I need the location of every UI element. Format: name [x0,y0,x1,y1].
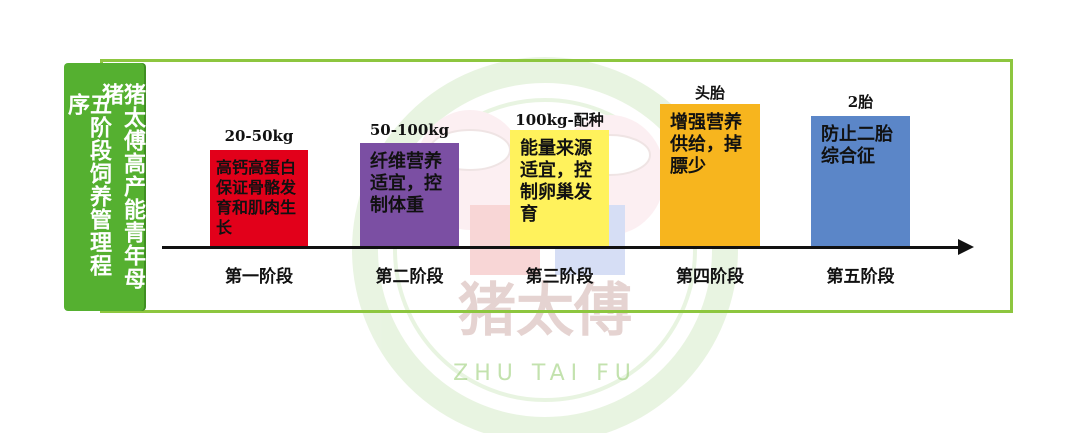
watermark-brand-en: ZHU TAI FU [453,361,637,386]
side-title-panel: 猪太傅高产能青年母猪 五阶段饲养管理程序 [64,63,146,311]
stage-3-weight: 100kg-配种 [515,111,604,129]
stage-1-name: 第一阶段 [225,267,293,287]
stage-1-weight: 20-50kg [224,127,294,145]
stage-5-box: 防止二胎综合征 [811,116,910,246]
title-line-2: 五阶段饲养管理程序 [64,93,112,293]
title-line-1-text: 猪太傅高产能青年母猪 [98,83,146,290]
stage-4-label: 头胎 [694,84,725,102]
stage-5-text: 防止二胎综合征 [821,124,893,167]
timeline-axis [162,246,962,249]
stage-2-box: 纤维营养适宜，控制体重 [360,143,459,246]
stage-1-box: 高钙高蛋白保证骨骼发育和肌肉生长 [210,150,308,246]
stage-3-box: 能量来源适宜，控制卵巢发育 [510,130,609,246]
stage-2-name: 第二阶段 [375,267,444,287]
stage-4-box: 增强营养供给，掉膘少 [660,104,760,246]
stage-1-text: 高钙高蛋白保证骨骼发育和肌肉生长 [216,158,297,237]
title-line-2-text: 五阶段饲养管理程序 [64,93,112,277]
stage-5-label: 2胎 [847,93,874,111]
stage-3-text: 能量来源适宜，控制卵巢发育 [520,138,592,225]
stage-5-name: 第五阶段 [826,267,895,287]
stage-2-weight: 50-100kg [369,121,450,139]
timeline-arrowhead [958,239,974,255]
stage-4-name: 第四阶段 [676,267,744,287]
stage-2-text: 纤维营养适宜，控制体重 [370,151,442,216]
title-line-1: 猪太傅高产能青年母猪 [98,83,146,309]
stage-3-name: 第三阶段 [525,267,594,287]
stage-4-text: 增强营养供给，掉膘少 [670,112,742,177]
